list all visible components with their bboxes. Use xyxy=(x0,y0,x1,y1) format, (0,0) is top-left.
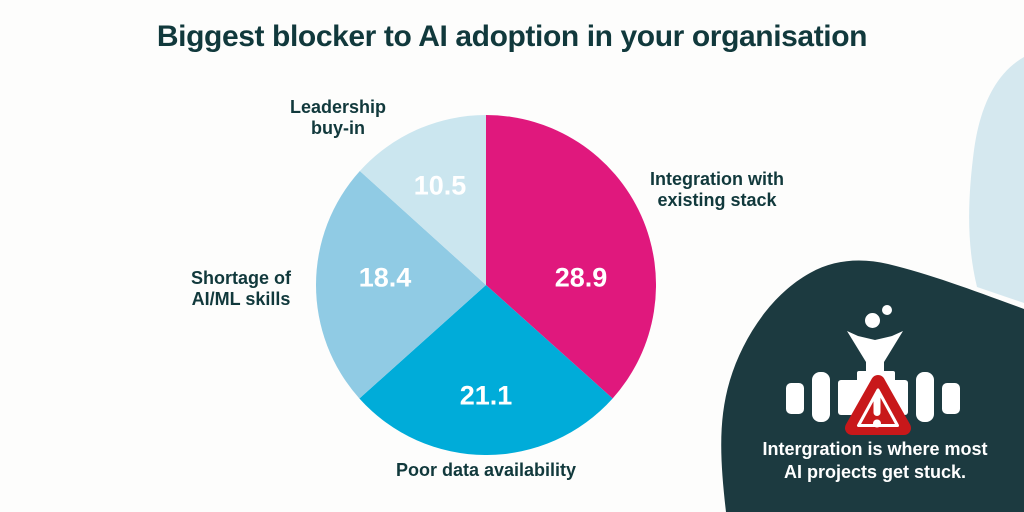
callout-caption: Intergration is where most AI projects g… xyxy=(735,438,1015,484)
page-title: Biggest blocker to AI adoption in your o… xyxy=(156,20,868,53)
label-line: Poor data availability xyxy=(395,460,577,480)
label-line: Leadership xyxy=(289,97,387,117)
pie-slice-2 xyxy=(316,171,486,399)
pie-slice-1 xyxy=(359,285,613,455)
label-line: Shortage of xyxy=(190,268,292,288)
pie-chart xyxy=(316,115,656,455)
funnel-icon xyxy=(847,331,903,372)
value-label-leadership: 10.5 xyxy=(413,170,467,201)
warning-triangle-icon xyxy=(845,375,911,435)
callout-line: Intergration is where most xyxy=(762,439,988,459)
bubble-small-icon xyxy=(882,305,892,315)
category-label-skills: Shortage of AI/ML skills xyxy=(191,268,291,310)
category-label-leadership: Leadership buy-in xyxy=(290,97,386,139)
label-line: existing stack xyxy=(657,190,777,210)
pie-slice-3 xyxy=(359,115,486,285)
label-line: AI/ML skills xyxy=(191,289,291,309)
bubble-large-icon xyxy=(865,313,880,328)
pipe-segment-icon xyxy=(786,383,804,414)
category-label-poor-data: Poor data availability xyxy=(396,460,576,481)
pipe-flange-icon xyxy=(812,372,830,422)
pipe-flange-icon xyxy=(916,372,934,422)
pie-slice-0 xyxy=(486,115,656,399)
corner-blob xyxy=(969,57,1024,303)
category-label-integration: Integration with existing stack xyxy=(650,169,784,211)
value-label-integration: 28.9 xyxy=(554,262,608,293)
value-label-skills: 18.4 xyxy=(358,262,412,293)
label-line: Integration with xyxy=(650,169,784,189)
pipeline-funnel-warning-icon xyxy=(786,305,960,435)
callout-line: AI projects get stuck. xyxy=(783,462,967,482)
label-line: buy-in xyxy=(311,118,365,138)
value-label-poor-data: 21.1 xyxy=(459,380,513,411)
pipe-segment-icon xyxy=(942,383,960,414)
